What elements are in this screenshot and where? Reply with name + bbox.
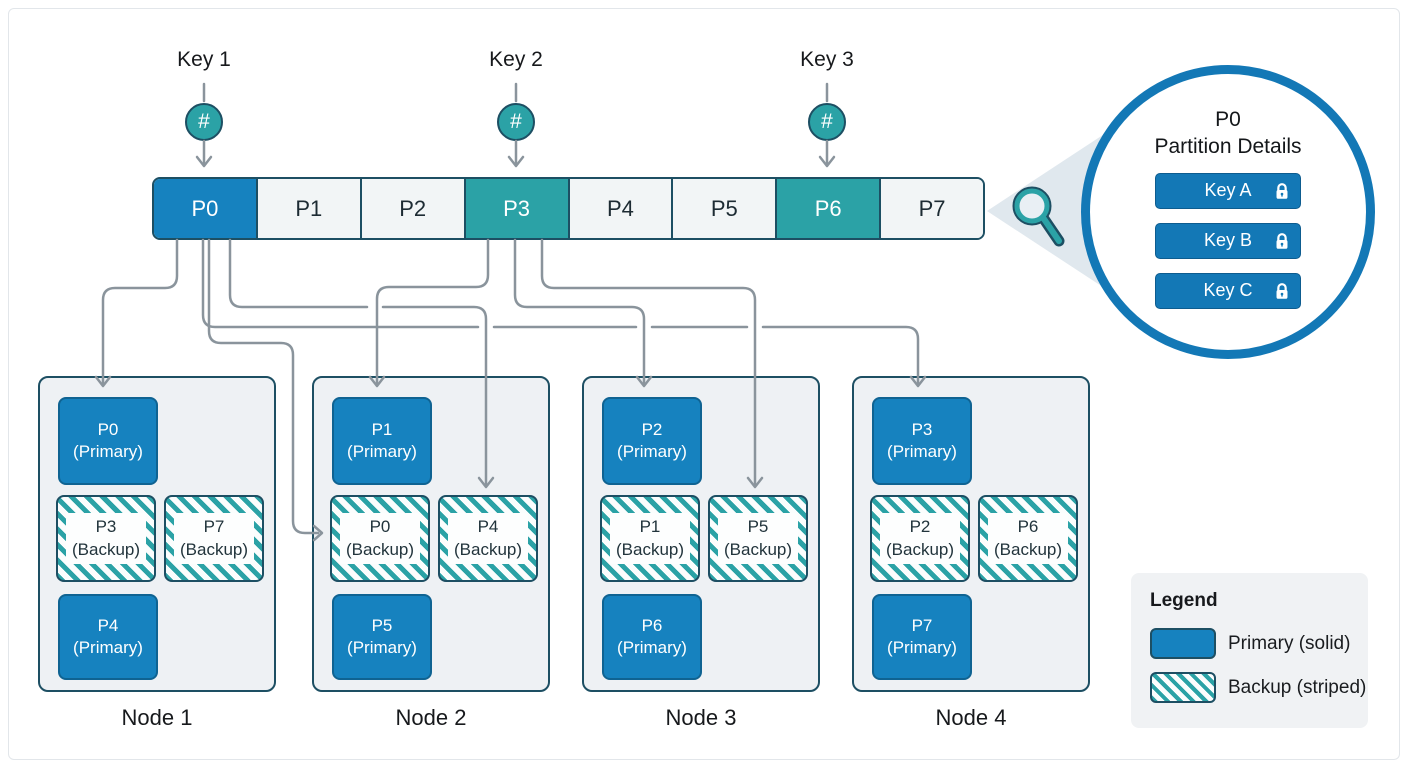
partition-box-primary: P7(Primary) bbox=[872, 594, 972, 680]
partition-box-backup: P2(Backup) bbox=[870, 495, 970, 582]
key-3-label: Key 3 bbox=[800, 48, 854, 71]
node-2-box: P1(Primary) P0(Backup) P4(Backup) P5(Pri… bbox=[312, 376, 550, 692]
partition-box-backup: P1(Backup) bbox=[600, 495, 700, 582]
lock-icon bbox=[1276, 282, 1288, 299]
lock-icon bbox=[1276, 232, 1288, 249]
partition-box-primary: P1(Primary) bbox=[332, 397, 432, 485]
hash-icon: # bbox=[185, 103, 223, 141]
partition-box-primary: P6(Primary) bbox=[602, 594, 702, 680]
node-2: P1(Primary) P0(Backup) P4(Backup) P5(Pri… bbox=[312, 376, 550, 731]
primary-swatch bbox=[1150, 628, 1216, 659]
partition-box-primary: P5(Primary) bbox=[332, 594, 432, 680]
partition-details-title: P0 bbox=[1215, 108, 1241, 131]
legend-item-primary: Primary (solid) bbox=[1150, 628, 1368, 659]
hash-glyph: # bbox=[510, 110, 522, 133]
partition-box-primary: P2(Primary) bbox=[602, 397, 702, 485]
partition-box-primary: P0(Primary) bbox=[58, 397, 158, 485]
node-3-label: Node 3 bbox=[665, 705, 737, 730]
partition-segment-p0: P0 bbox=[154, 179, 258, 238]
partition-segment-p4: P4 bbox=[569, 179, 674, 238]
partition-bar: P0 P1 P2 P3 P4 P5 P6 P7 bbox=[152, 177, 985, 240]
key-c-button[interactable]: Key C bbox=[1155, 272, 1301, 309]
key-b-label: Key B bbox=[1203, 230, 1253, 251]
lock-icon bbox=[1276, 182, 1288, 199]
partition-segment-p3: P3 bbox=[465, 179, 570, 238]
node-4-box: P3(Primary) P2(Backup) P6(Backup) P7(Pri… bbox=[852, 376, 1090, 692]
partition-details-subtitle: Partition Details bbox=[1154, 135, 1302, 159]
node-3-box: P2(Primary) P1(Backup) P5(Backup) P6(Pri… bbox=[582, 376, 820, 692]
node-1-label: Node 1 bbox=[121, 705, 193, 730]
partition-box-backup: P7(Backup) bbox=[164, 495, 264, 582]
partition-segment-p1: P1 bbox=[257, 179, 362, 238]
partition-segment-p5: P5 bbox=[673, 179, 778, 238]
hash-glyph: # bbox=[198, 110, 210, 133]
key-b-button[interactable]: Key B bbox=[1155, 222, 1301, 259]
partition-box-backup: P5(Backup) bbox=[708, 495, 808, 582]
key-2-label: Key 2 bbox=[489, 48, 543, 71]
key-a-button[interactable]: Key A bbox=[1155, 172, 1301, 209]
partition-segment-p7: P7 bbox=[881, 179, 983, 238]
key-1-label: Key 1 bbox=[177, 48, 231, 71]
node-1-box: P0(Primary) P3(Backup) P7(Backup) P4(Pri… bbox=[38, 376, 276, 692]
backup-swatch bbox=[1150, 672, 1216, 703]
node-4: P3(Primary) P2(Backup) P6(Backup) P7(Pri… bbox=[852, 376, 1090, 731]
hash-icon: # bbox=[497, 103, 535, 141]
legend-title: Legend bbox=[1150, 590, 1218, 611]
partition-box-backup: P4(Backup) bbox=[438, 495, 538, 582]
node-3: P2(Primary) P1(Backup) P5(Backup) P6(Pri… bbox=[582, 376, 820, 731]
partition-segment-p6: P6 bbox=[777, 179, 882, 238]
hash-icon: # bbox=[808, 103, 846, 141]
partition-box-backup: P0(Backup) bbox=[330, 495, 430, 582]
hash-glyph: # bbox=[821, 110, 833, 133]
partition-box-backup: P3(Backup) bbox=[56, 495, 156, 582]
key-c-label: Key C bbox=[1203, 280, 1253, 301]
partition-details-callout: P0 Partition Details Key A Key B Key C bbox=[1081, 65, 1375, 359]
legend-item-label: Backup (striped) bbox=[1228, 676, 1367, 698]
legend: Legend Primary (solid) Backup (striped) bbox=[1131, 573, 1368, 728]
node-2-label: Node 2 bbox=[395, 705, 467, 730]
key-a-label: Key A bbox=[1204, 180, 1252, 201]
node-1: P0(Primary) P3(Backup) P7(Backup) P4(Pri… bbox=[38, 376, 276, 731]
legend-item-backup: Backup (striped) bbox=[1150, 672, 1368, 703]
legend-item-label: Primary (solid) bbox=[1228, 632, 1351, 654]
partition-box-backup: P6(Backup) bbox=[978, 495, 1078, 582]
partition-box-primary: P3(Primary) bbox=[872, 397, 972, 485]
node-4-label: Node 4 bbox=[935, 705, 1007, 730]
partition-segment-p2: P2 bbox=[361, 179, 466, 238]
partition-box-primary: P4(Primary) bbox=[58, 594, 158, 680]
